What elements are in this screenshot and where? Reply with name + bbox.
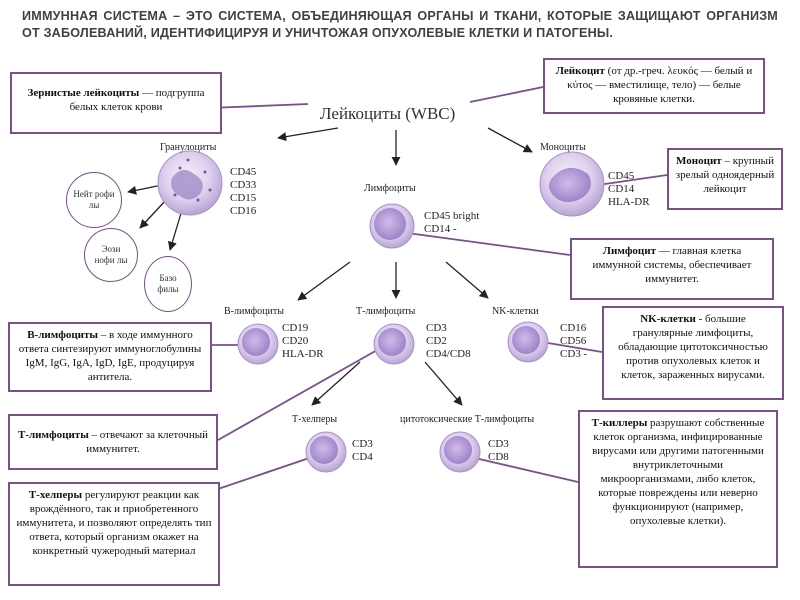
arrow-wbc-monocytes xyxy=(487,127,533,153)
b-lymphocyte-cell-icon xyxy=(237,323,279,365)
box-monocyte: Моноцит – крупный зрелый одноядерный лей… xyxy=(667,148,783,210)
connector-granular xyxy=(209,103,309,109)
arrow-t-cytotoxic xyxy=(424,361,463,406)
box-t-lymphocytes: Т-лимфоциты – отвечают за клеточный имму… xyxy=(8,414,218,470)
nk-title: NK-клетки xyxy=(492,306,539,317)
box-granular-leukocytes: Зернистые лейкоциты — подгруппа белых кл… xyxy=(10,72,222,134)
box-text: — главная клетка иммунной системы, обесп… xyxy=(592,245,752,285)
t-helper-markers: CD3 CD4 xyxy=(352,438,373,464)
marker: CD16 xyxy=(560,322,587,334)
box-lymphocyte: Лимфоцит — главная клетка иммунной систе… xyxy=(570,238,774,300)
connector-helpers xyxy=(214,454,319,491)
b-lymph-markers: CD19 CD20 HLA-DR xyxy=(282,322,324,361)
lymphocyte-cell-icon xyxy=(369,203,415,249)
arrow-lymph-b xyxy=(297,261,351,301)
marker: CD45 xyxy=(608,170,635,182)
nk-cell-icon xyxy=(507,321,549,363)
box-text: регулируют реакции как врождённого, так … xyxy=(16,489,212,557)
box-term: Т-лимфоциты xyxy=(18,429,89,441)
t-helper-cell-icon xyxy=(305,431,347,473)
monocyte-markers: CD45 CD14 HLA-DR xyxy=(608,170,650,209)
t-lymphocyte-cell-icon xyxy=(373,323,415,365)
marker: HLA-DR xyxy=(282,348,324,360)
box-term: Лимфоцит xyxy=(602,245,657,257)
nk-markers: CD16 CD56 CD3 - xyxy=(560,322,587,361)
marker: CD16 xyxy=(230,205,257,217)
box-term: В-лимфоциты xyxy=(27,329,98,341)
granulocytes-title: Гранулоциты xyxy=(160,142,217,153)
monocyte-cell-icon xyxy=(539,151,605,217)
box-text: – в ходе иммунного ответа синтезируют им… xyxy=(18,329,202,383)
cytotoxic-cell-icon xyxy=(439,431,481,473)
box-t-helpers: Т-хелперы регулируют реакции как врождён… xyxy=(8,482,220,586)
connector-monocyte xyxy=(597,174,668,186)
cytotoxic-markers: CD3 CD8 xyxy=(488,438,509,464)
box-text: – крупный зрелый одноядерный лейкоцит xyxy=(675,155,775,195)
cytotoxic-title: цитотоксические Т-лимфоциты xyxy=(400,414,535,425)
marker: CD33 xyxy=(230,179,257,191)
marker: CD20 xyxy=(282,335,309,347)
connector-leukocyte xyxy=(469,86,544,103)
box-term: Т-хелперы xyxy=(28,489,83,501)
eosinophils-circle: Эози нофи лы xyxy=(84,228,138,282)
arrow-gran-eosino xyxy=(139,199,167,229)
monocytes-title: Моноциты xyxy=(540,142,586,153)
granulocyte-markers: CD45 CD33 CD15 CD16 xyxy=(230,166,256,218)
t-helpers-title: Т-хелперы xyxy=(292,414,338,425)
marker: CD2 xyxy=(426,335,447,347)
lymphocyte-markers: CD45 bright CD14 - xyxy=(424,210,479,236)
marker: CD3 - xyxy=(560,348,588,360)
box-text: (от др.-греч. λευκός — белый и κύτος — в… xyxy=(567,65,753,105)
t-lymph-title: Т-лимфоциты xyxy=(356,306,416,317)
marker: CD8 xyxy=(488,451,509,463)
connector-t xyxy=(217,344,387,441)
marker: CD14 - xyxy=(424,223,457,235)
lymphocytes-title: Лимфоциты xyxy=(364,183,416,194)
marker: CD45 bright xyxy=(424,210,480,222)
box-term: Лейкоцит xyxy=(555,65,605,77)
marker: CD19 xyxy=(282,322,309,334)
granulocyte-cell-icon xyxy=(157,150,223,216)
neutrophils-circle: Нейт рофи лы xyxy=(66,172,122,228)
connector-killers xyxy=(461,454,579,483)
marker: CD14 xyxy=(608,183,635,195)
basophils-circle: Базо филы xyxy=(144,256,192,312)
arrow-gran-baso xyxy=(167,209,183,251)
t-lymph-markers: CD3 CD2 CD4/CD8 xyxy=(426,322,471,361)
box-text: - большие гранулярные лимфоциты, обладаю… xyxy=(618,313,768,381)
marker: CD15 xyxy=(230,192,257,204)
arrow-wbc-granulocytes xyxy=(277,127,339,142)
marker: CD56 xyxy=(560,335,587,347)
box-term: Зернистые лейкоциты xyxy=(27,87,140,99)
box-term: Моноцит xyxy=(676,155,722,167)
marker: HLA-DR xyxy=(608,196,650,208)
box-term: Т-киллеры xyxy=(591,417,648,429)
b-lymph-title: В-лимфоциты xyxy=(224,306,284,317)
box-term: NK-клетки xyxy=(640,313,696,325)
marker: CD3 xyxy=(488,438,509,450)
root-label-wbc: Лейкоциты (WBC) xyxy=(320,104,456,123)
marker: CD4 xyxy=(352,451,373,463)
arrow-lymph-nk xyxy=(445,261,489,299)
box-leukocyte: Лейкоцит (от др.-греч. λευκός — белый и … xyxy=(543,58,765,114)
marker: CD3 xyxy=(426,322,447,334)
arrow-gran-neutro xyxy=(127,184,163,195)
box-text: – отвечают за клеточный иммунитет. xyxy=(86,429,208,455)
marker: CD3 xyxy=(352,438,373,450)
marker: CD45 xyxy=(230,166,257,178)
arrow-t-helpers xyxy=(311,361,361,406)
connector-lymphocyte xyxy=(399,231,571,256)
box-text: — подгруппа белых клеток крови xyxy=(69,87,205,113)
page-title: ИММУННАЯ СИСТЕМА – ЭТО СИСТЕМА, ОБЪЕДИНЯ… xyxy=(22,9,778,40)
box-t-killers: Т-киллеры разрушают собственные клеток о… xyxy=(578,410,778,568)
box-text: разрушают собственные клеток организма, … xyxy=(592,417,765,527)
marker: CD4/CD8 xyxy=(426,348,471,360)
box-b-lymphocytes: В-лимфоциты – в ходе иммунного ответа си… xyxy=(8,322,212,392)
box-nk-cells: NK-клетки - большие гранулярные лимфоцит… xyxy=(602,306,784,400)
